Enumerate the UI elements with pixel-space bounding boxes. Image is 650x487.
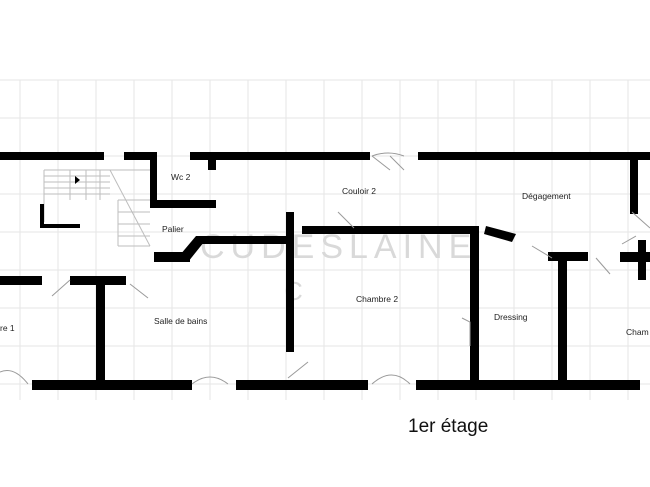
exterior-wall-bottom: [236, 380, 368, 390]
stair-wall: [40, 224, 80, 228]
room-label-chambre2: Chambre 2: [356, 294, 398, 304]
interior-wall: [286, 212, 294, 352]
staircase: [43, 169, 151, 247]
interior-wall: [302, 226, 472, 234]
dressing-wall: [558, 252, 567, 382]
exterior-wall-top: [0, 152, 104, 160]
stair-arrow-icon: [75, 176, 80, 184]
interior-wall: [630, 152, 638, 214]
interior-wall: [484, 226, 516, 242]
room-label-wc: Wc 2: [171, 172, 191, 182]
interior-wall: [96, 276, 105, 382]
floor-label: 1er étage: [408, 416, 488, 437]
interior-wall: [638, 240, 646, 280]
dressing-wall: [548, 252, 588, 261]
dressing-wall: [470, 226, 479, 380]
stair-wall: [40, 204, 44, 228]
exterior-wall-top: [190, 152, 370, 160]
room-label-salle-bains: Salle de bains: [154, 316, 207, 326]
interior-wall: [0, 276, 42, 285]
door-swings: [0, 152, 650, 385]
interior-wall: [620, 252, 650, 262]
room-label-degagement: Dégagement: [522, 191, 571, 201]
palier-wall: [154, 252, 190, 262]
room-label-chambre3: Cham: [626, 327, 649, 337]
exterior-wall-top: [418, 152, 650, 160]
exterior-wall-bottom: [32, 380, 192, 390]
room-label-couloir: Couloir 2: [342, 186, 376, 196]
wc-wall: [150, 152, 157, 208]
room-label-dressing: Dressing: [494, 312, 528, 322]
room-label-palier: Palier: [162, 224, 184, 234]
wc-wall: [208, 160, 216, 170]
wc-wall: [150, 200, 216, 208]
watermark: CUDESLAINE: [200, 228, 477, 266]
room-label-chambre1: re 1: [0, 323, 15, 333]
exterior-wall-bottom: [416, 380, 640, 390]
palier-wall: [196, 236, 292, 244]
exterior-wall-top: [124, 152, 154, 160]
